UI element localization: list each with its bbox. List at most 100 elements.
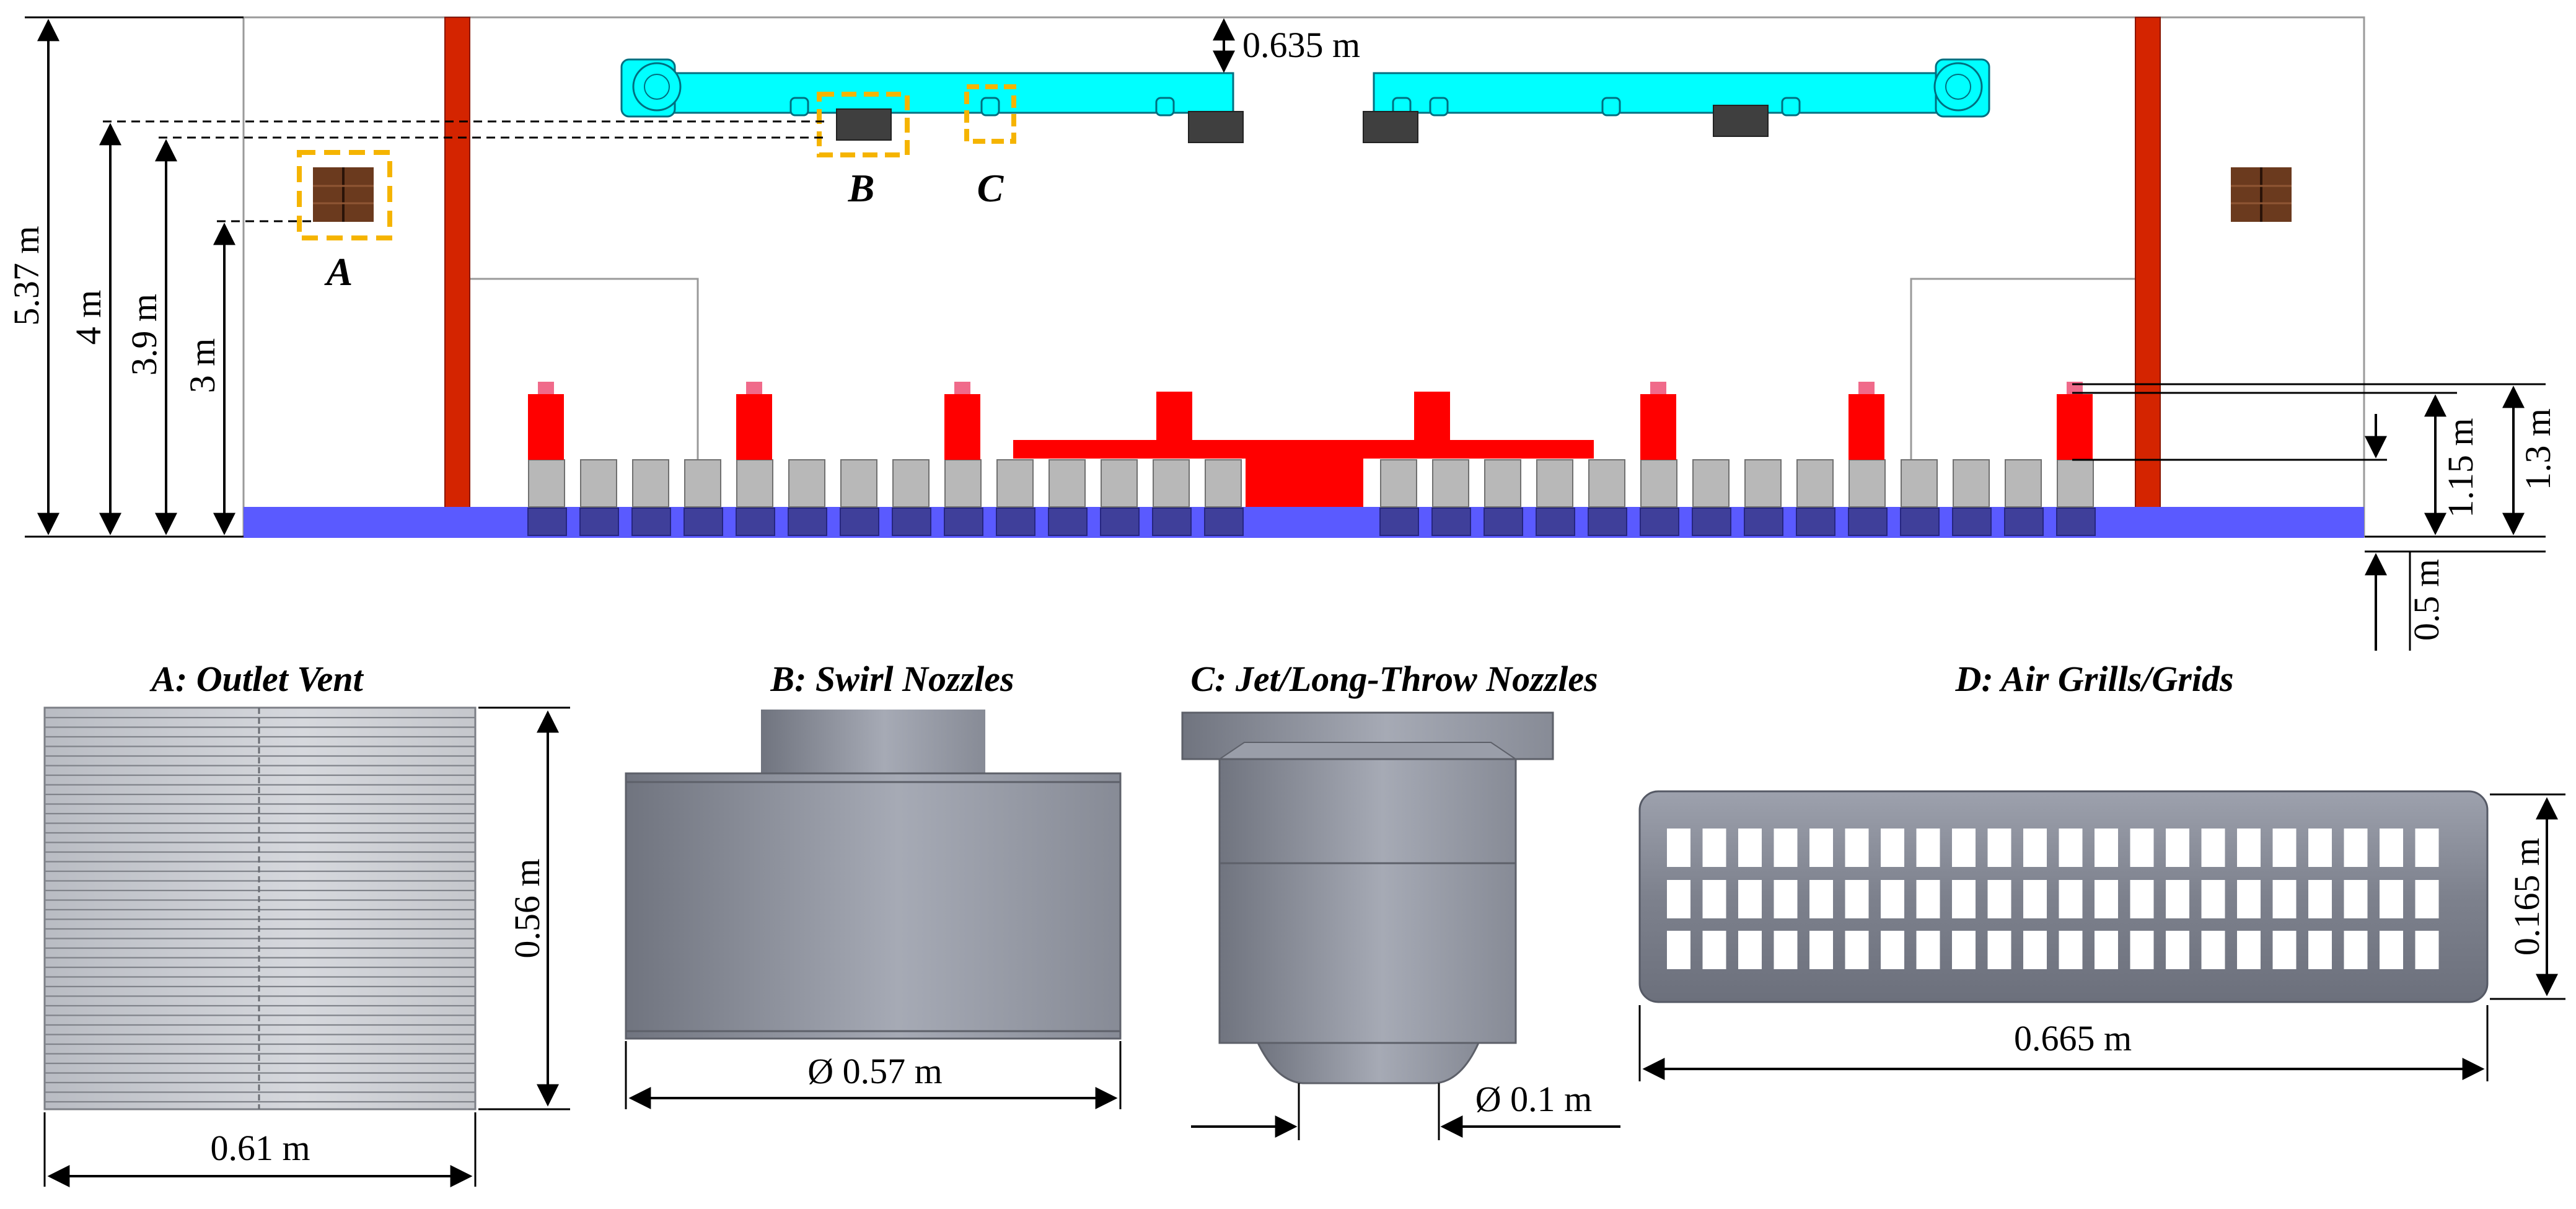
jet-nozzle (1155, 97, 1175, 117)
floor-grill (1484, 508, 1523, 536)
grill-opening (1987, 829, 2011, 867)
grill-opening (2415, 931, 2439, 969)
floor-grill (1692, 508, 1731, 536)
grill-opening (2059, 931, 2083, 969)
grill-opening (1881, 931, 1904, 969)
grill-opening (2415, 829, 2439, 867)
grill-opening (1916, 931, 1940, 969)
grill-opening (1702, 829, 1726, 867)
swirl-nozzle (836, 108, 892, 141)
dim-ceiling-gap: 0.635 m (1242, 25, 1360, 65)
stage-platform-body (1246, 459, 1363, 507)
floor-grill (1796, 508, 1835, 536)
seat-base (1205, 459, 1242, 508)
swirl-nozzle (1188, 111, 1244, 143)
highlight-box-b (817, 92, 910, 157)
floor-grill (1204, 508, 1244, 536)
floor-grill (840, 508, 879, 536)
grill-opening (2380, 829, 2403, 867)
highlight-box-a (297, 150, 392, 240)
seat-red (736, 394, 772, 460)
seat-base (1953, 459, 1990, 508)
seat-headrest (538, 382, 554, 394)
stage-platform (1013, 440, 1594, 459)
floor-grill (684, 508, 723, 536)
grill-opening (2308, 829, 2332, 867)
jet-nozzle (1429, 97, 1449, 117)
column-left (444, 17, 470, 509)
caption-d: D: Air Grills/Grids (1954, 659, 2233, 699)
floor-grill (996, 508, 1035, 536)
grill-opening (2130, 829, 2154, 867)
grill-opening (1952, 880, 1976, 918)
grill-opening (1809, 880, 1833, 918)
floor-grill (1048, 508, 1088, 536)
grill-opening (1987, 931, 2011, 969)
grill-opening (1702, 931, 1726, 969)
seat-base (684, 459, 721, 508)
grill-opening (1667, 829, 1690, 867)
caption-a: A: Outlet Vent (149, 659, 364, 699)
marker-a: A (324, 250, 353, 294)
seat-base (1484, 459, 1521, 508)
grill-opening (1845, 880, 1869, 918)
jet-nozzle (980, 97, 1000, 117)
grill-opening (2272, 931, 2297, 969)
seat-base (788, 459, 825, 508)
seat-base (1901, 459, 1938, 508)
grill-opening (2237, 880, 2261, 918)
grill-opening (1738, 931, 1762, 969)
seat-base (2057, 459, 2094, 508)
grill-opening (1845, 931, 1869, 969)
jet-nozzle (789, 97, 809, 117)
floor-grill (1744, 508, 1783, 536)
grill-opening (1916, 829, 1940, 867)
floor-grill (1640, 508, 1679, 536)
supply-duct-right (1373, 58, 1990, 118)
grill-opening (1774, 931, 1798, 969)
grill-opening (1845, 829, 1869, 867)
highlight-box-c (964, 84, 1016, 144)
caption-b: B: Swirl Nozzles (770, 659, 1014, 699)
seat-base (580, 459, 617, 508)
grill-opening (1952, 931, 1976, 969)
grill-openings (1667, 829, 2439, 969)
floor-grill (1431, 508, 1471, 536)
dim-a-height: 0.56 m (507, 858, 547, 958)
grill-opening (2380, 931, 2403, 969)
dim-vent-height-4: 4 m (68, 290, 108, 345)
floor-grill (788, 508, 827, 536)
seat-red (1640, 394, 1676, 460)
dim-vent-height-3: 3 m (182, 338, 222, 393)
grill-opening (1738, 880, 1762, 918)
grill-opening (1952, 829, 1976, 867)
floor-grill (579, 508, 619, 536)
grill-opening (1916, 880, 1940, 918)
grill-opening (2166, 829, 2189, 867)
seat-base (1380, 459, 1417, 508)
column-right (2135, 17, 2161, 509)
dim-floor-height: 0.5 m (2406, 559, 2446, 641)
outlet-vent-left (313, 167, 374, 222)
grill-opening (1881, 880, 1904, 918)
seat-base (2005, 459, 2042, 508)
floor-grill (1100, 508, 1140, 536)
seat-base (996, 459, 1034, 508)
dim-c-diameter: Ø 0.1 m (1475, 1079, 1593, 1119)
detail-c-jet-nozzle: C: Jet/Long-Throw Nozzles Ø 0.1 m (1181, 659, 1620, 1140)
grill-opening (2059, 880, 2083, 918)
seat-base (840, 459, 877, 508)
floor-grill (736, 508, 775, 536)
grill-opening (1809, 931, 1833, 969)
floor-grill (1848, 508, 1888, 536)
floor-grill (631, 508, 671, 536)
seat-headrest (746, 382, 762, 394)
floor-grill (527, 508, 567, 536)
detail-b-swirl-nozzle: B: Swirl Nozzles Ø 0.57 m (625, 659, 1122, 1109)
outlet-vent-right (2231, 167, 2292, 222)
supply-duct-left (620, 58, 1234, 118)
swirl-nozzle (1363, 111, 1418, 143)
seat-base (1692, 459, 1730, 508)
grill-opening (1738, 829, 1762, 867)
